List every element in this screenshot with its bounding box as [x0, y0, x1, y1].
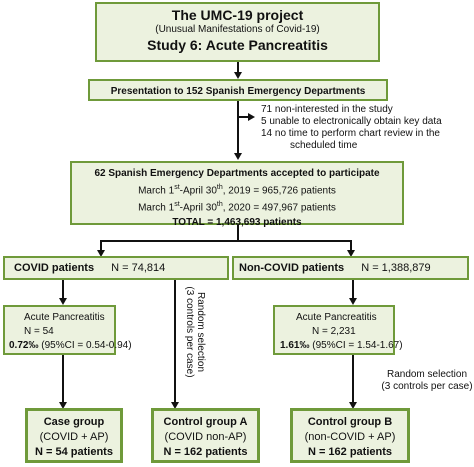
project-subtitle: (Unusual Manifestations of Covid-19) [155, 24, 320, 35]
control-a-title: Control group A [163, 416, 248, 428]
control-b-n: N = 162 patients [307, 446, 393, 458]
connector-noncovid [350, 240, 352, 253]
presentation-text: Presentation to 152 Spanish Emergency De… [110, 86, 366, 97]
random-selection-note: (3 controls per case) [381, 381, 473, 392]
case-group-n: N = 54 patients [35, 446, 113, 458]
noncovid-box: Non-COVID patients N = 1,388,879 [232, 256, 469, 280]
ap-covid-box: Acute Pancreatitis N = 54 0.72‰ (95%CI =… [3, 305, 132, 355]
covid-box: COVID patients N = 74,814 [3, 256, 229, 280]
ap-covid-rate: 0.72‰ (95%CI = 0.54-0.94) [9, 339, 132, 353]
control-a-n: N = 162 patients [163, 446, 248, 458]
random-selection-note: (3 controls per case) [184, 286, 195, 378]
connector-covid-ap [62, 280, 64, 300]
noncovid-label: Non-COVID patients [239, 262, 345, 274]
connector-main [237, 101, 239, 154]
exclusion-notes: 71 non-interested in the study 5 unable … [261, 104, 471, 152]
arrow-head [234, 153, 242, 160]
ordinal-suffix: th [216, 201, 223, 209]
ap-noncovid-box: Acute Pancreatitis N = 2,231 1.61‰ (95%C… [273, 305, 403, 355]
ap-noncovid-title: Acute Pancreatitis [296, 312, 377, 323]
connector-covid-control-a [174, 280, 176, 404]
control-a-sub: (COVID non-AP) [164, 431, 247, 443]
connector-exclusion-branch [237, 116, 249, 118]
exclusion-item: 5 unable to electronically obtain key da… [261, 116, 442, 127]
control-a-box: Control group A (COVID non-AP) N = 162 p… [151, 408, 260, 463]
presentation-box: Presentation to 152 Spanish Emergency De… [88, 79, 388, 101]
case-group-box: Case group (COVID + AP) N = 54 patients [25, 408, 123, 463]
arrow-head [248, 113, 255, 121]
ordinal-suffix: st [174, 201, 180, 209]
ap-noncovid-ci: (95%CI = 1.54-1.67) [309, 340, 403, 351]
covid-n: N = 74,814 [111, 262, 166, 274]
noncovid-n: N = 1,388,879 [361, 262, 431, 274]
period-text: -April 30 [179, 185, 217, 197]
ordinal-suffix: st [174, 184, 180, 191]
accepted-heading: 62 Spanish Emergency Departments accepte… [94, 168, 380, 179]
connector-title-presentation [237, 62, 239, 74]
connector-control-b [352, 355, 354, 404]
accepted-box: 62 Spanish Emergency Departments accepte… [70, 161, 404, 228]
project-title: The UMC-19 project [171, 7, 304, 23]
random-selection-text: Random selection [195, 291, 206, 373]
connector-split [237, 225, 239, 241]
connector-case [62, 355, 64, 404]
random-selection-vertical: Random selection (3 controls per case) [182, 282, 206, 382]
arrow-head [349, 402, 357, 409]
ap-covid-n: N = 54 [24, 326, 54, 337]
ap-noncovid-rate: 1.61‰ (95%CI = 1.54-1.67) [280, 339, 403, 353]
period-2020: March 1st-April 30th, 2020 = 497,967 pat… [72, 198, 402, 215]
connector-split-horizontal [100, 240, 350, 242]
total-patients: TOTAL = 1,463,693 patients [172, 216, 302, 228]
ap-covid-title: Acute Pancreatitis [24, 312, 105, 323]
period-2019: March 1st-April 30th, 2019 = 965,726 pat… [72, 181, 402, 198]
arrow-head [234, 72, 242, 79]
period-text: March 1 [138, 202, 175, 214]
period-text: , 2019 = 965,726 patients [222, 185, 336, 197]
case-group-sub: (COVID + AP) [39, 431, 109, 443]
ap-covid-ci: (95%CI = 0.54-0.94) [38, 340, 132, 351]
random-selection-right: Random selection (3 controls per case) [381, 369, 473, 393]
connector-covid [100, 240, 102, 253]
control-b-title: Control group B [307, 416, 393, 428]
arrow-head [349, 298, 357, 305]
ap-noncovid-incidence: 1.61‰ [280, 340, 310, 351]
arrow-head [97, 250, 105, 257]
arrow-head [59, 298, 67, 305]
random-selection-text: Random selection [386, 369, 468, 380]
period-text: , 2020 = 497,967 patients [222, 202, 336, 214]
case-group-title: Case group [43, 416, 105, 428]
exclusion-item: 14 no time to perform chart review in th… [261, 128, 440, 139]
period-text: -April 30 [179, 202, 217, 214]
ap-noncovid-n: N = 2,231 [312, 326, 356, 337]
study-title: Study 6: Acute Pancreatitis [147, 37, 328, 53]
covid-label: COVID patients [14, 262, 95, 274]
arrow-head [171, 402, 179, 409]
arrow-head [59, 402, 67, 409]
control-b-sub: (non-COVID + AP) [304, 431, 396, 443]
ordinal-suffix: th [216, 184, 223, 191]
title-box: The UMC-19 project (Unusual Manifestatio… [95, 2, 380, 62]
connector-noncovid-ap [352, 280, 354, 300]
control-b-box: Control group B (non-COVID + AP) N = 162… [290, 408, 410, 463]
period-text: March 1 [138, 185, 175, 197]
exclusion-item: scheduled time [290, 140, 358, 151]
exclusion-item: 71 non-interested in the study [261, 104, 393, 115]
ap-covid-incidence: 0.72‰ [9, 340, 39, 351]
arrow-head [347, 250, 355, 257]
